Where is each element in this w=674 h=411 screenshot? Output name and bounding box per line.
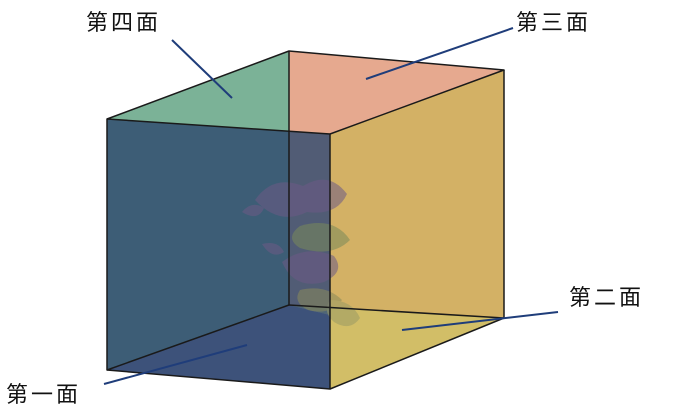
label-face-2: 第二面 <box>569 286 644 311</box>
leader-line-face-3 <box>365 27 514 80</box>
label-face-1: 第一面 <box>6 383 81 408</box>
label-face-3: 第三面 <box>516 11 591 36</box>
label-face-4: 第四面 <box>86 11 161 36</box>
leader-line-face-2 <box>401 311 559 331</box>
leader-line-face-4 <box>171 39 233 99</box>
leader-line-face-1 <box>103 344 248 385</box>
hidden-floor-edge-left <box>106 304 290 371</box>
right-face <box>330 70 504 389</box>
dragon-watermark-icon <box>242 179 360 327</box>
hidden-floor-edge-back <box>288 304 505 319</box>
top-back-edges <box>106 50 505 135</box>
